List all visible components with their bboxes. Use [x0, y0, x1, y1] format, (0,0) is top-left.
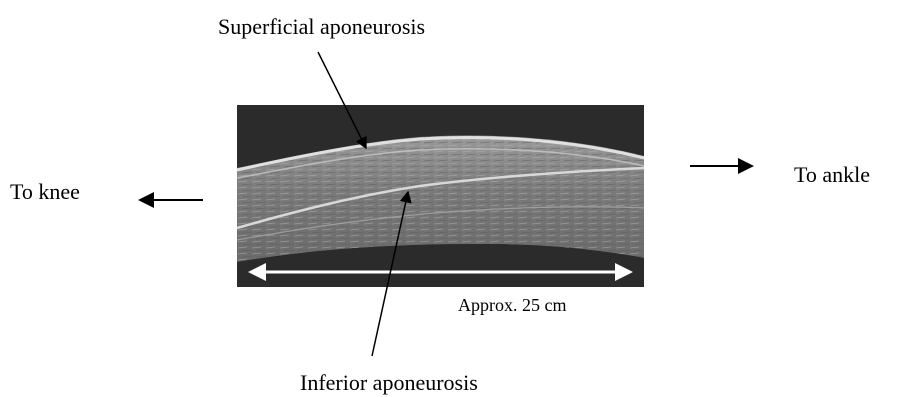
to-knee-label: To knee	[10, 181, 80, 203]
to-ankle-label: To ankle	[794, 164, 870, 186]
superficial-aponeurosis-label: Superficial aponeurosis	[218, 16, 425, 38]
ultrasound-image	[237, 105, 644, 287]
inferior-aponeurosis-label: Inferior aponeurosis	[300, 372, 478, 394]
scale-label: Approx. 25 cm	[458, 296, 566, 314]
